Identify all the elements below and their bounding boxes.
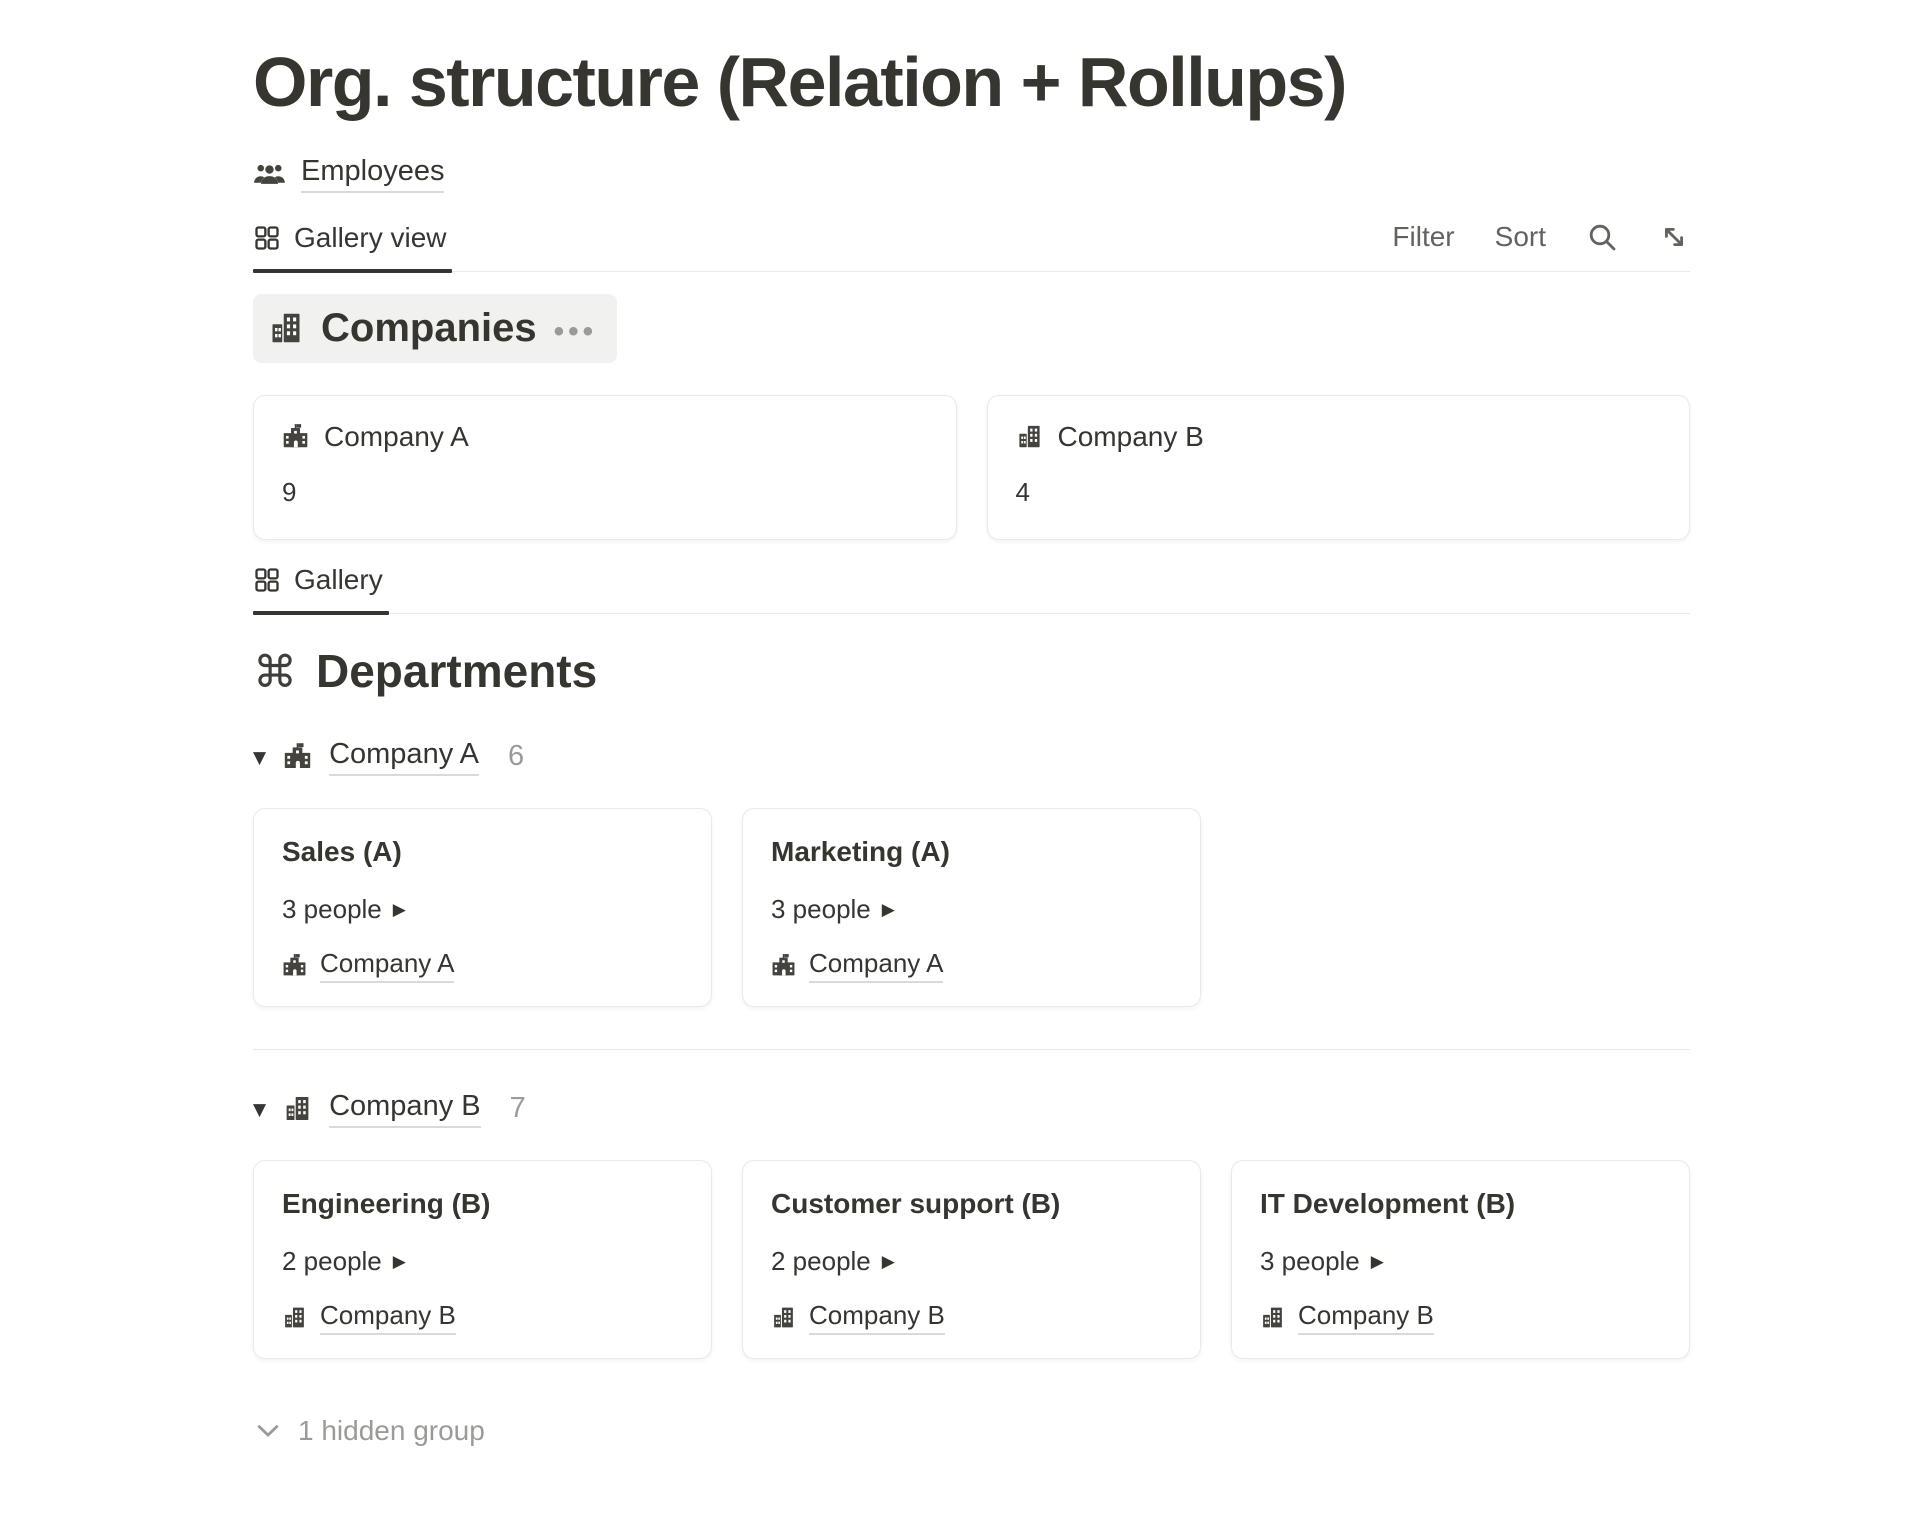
people-rollup[interactable]: 3 people ▶ [282, 894, 683, 925]
school-building-icon [282, 423, 309, 450]
company-rollup-count: 4 [1015, 476, 1030, 507]
expand-arrow-icon: ▶ [881, 899, 895, 920]
people-count: 2 people [771, 1245, 871, 1276]
expand-icon[interactable] [1658, 221, 1690, 253]
dept-card-customer-support-b[interactable]: Customer support (B) 2 people ▶ Company … [742, 1159, 1201, 1359]
departments-section-header: ⌘ Departments [253, 644, 1690, 698]
group-name-link[interactable]: Company B [329, 1090, 481, 1128]
command-icon: ⌘ [253, 646, 297, 698]
company-card-title: Company A [324, 420, 469, 452]
dept-card-title: Engineering (B) [282, 1187, 491, 1219]
sort-button[interactable]: Sort [1494, 220, 1546, 252]
database-source-link[interactable]: Employees [301, 155, 445, 193]
view-toolbar: Gallery view Filter Sort [253, 221, 1690, 273]
people-rollup[interactable]: 3 people ▶ [771, 894, 1172, 925]
expand-arrow-icon: ▶ [1370, 1251, 1384, 1272]
school-building-icon [283, 742, 312, 771]
company-relation-link[interactable]: Company B [320, 1300, 456, 1335]
people-rollup[interactable]: 2 people ▶ [771, 1246, 1172, 1277]
ellipsis-menu-button[interactable]: ••• [553, 315, 598, 348]
companies-cards-row: Company A 9 Company B 4 [253, 394, 1690, 540]
dept-card-engineering-b[interactable]: Engineering (B) 2 people ▶ Company B [253, 1159, 712, 1359]
dept-card-title: Sales (A) [282, 835, 402, 867]
expand-arrow-icon: ▶ [881, 1251, 895, 1272]
office-building-icon [283, 1094, 312, 1123]
collapse-triangle-icon[interactable]: ▼ [253, 747, 267, 768]
school-building-icon [771, 953, 796, 978]
group-count: 7 [509, 1092, 526, 1124]
people-rollup[interactable]: 3 people ▶ [1260, 1246, 1661, 1277]
company-relation-link[interactable]: Company A [320, 948, 455, 983]
gallery-toolbar: Gallery [253, 563, 1690, 615]
tab-gallery-view[interactable]: Gallery view [253, 221, 453, 273]
group-name-link[interactable]: Company A [329, 738, 479, 776]
page: Org. structure (Relation + Rollups) Empl… [253, 42, 1690, 1447]
companies-section-header: Companies ••• [253, 293, 618, 363]
dept-card-title: Marketing (A) [771, 835, 950, 867]
company-rollup-count: 9 [282, 476, 297, 507]
toolbar-actions: Filter Sort [1392, 221, 1690, 271]
group-header-company-b: ▼ Company B 7 [253, 1090, 1690, 1128]
office-building-icon [771, 1305, 796, 1330]
tab-label: Gallery [294, 563, 383, 595]
expand-arrow-icon: ▶ [392, 1251, 406, 1272]
dept-card-sales-a[interactable]: Sales (A) 3 people ▶ Company A [253, 807, 712, 1007]
group-divider [253, 1048, 1690, 1050]
company-relation-link[interactable]: Company B [809, 1300, 945, 1335]
dept-card-title: Customer support (B) [771, 1187, 1061, 1219]
city-buildings-icon [268, 310, 304, 346]
dept-card-title: IT Development (B) [1260, 1187, 1516, 1219]
companies-section-title[interactable]: Companies [321, 305, 537, 350]
school-building-icon [282, 953, 307, 978]
hidden-group-label: 1 hidden group [298, 1414, 485, 1446]
tab-gallery[interactable]: Gallery [253, 563, 389, 615]
people-icon [253, 160, 286, 188]
tab-label: Gallery view [294, 221, 447, 253]
search-icon[interactable] [1586, 221, 1618, 253]
company-relation-link[interactable]: Company B [1298, 1300, 1434, 1335]
group-b-cards-row: Engineering (B) 2 people ▶ Company B Cus… [253, 1159, 1690, 1359]
grid-icon [253, 566, 281, 594]
company-card-a[interactable]: Company A 9 [253, 394, 957, 540]
office-building-icon [1260, 1305, 1285, 1330]
people-count: 3 people [771, 893, 871, 924]
hidden-group-toggle[interactable]: 1 hidden group [253, 1415, 1690, 1447]
company-card-title: Company B [1057, 420, 1204, 452]
collapse-triangle-icon[interactable]: ▼ [253, 1099, 267, 1120]
page-title: Org. structure (Relation + Rollups) [253, 43, 1347, 121]
group-a-cards-row: Sales (A) 3 people ▶ Company A Marketing… [253, 807, 1690, 1007]
dept-card-marketing-a[interactable]: Marketing (A) 3 people ▶ Company A [742, 807, 1201, 1007]
grid-icon [253, 224, 281, 252]
chevron-down-icon [253, 1416, 283, 1446]
database-source: Employees [253, 155, 1690, 193]
company-card-b[interactable]: Company B 4 [986, 394, 1690, 540]
group-header-company-a: ▼ Company A 6 [253, 738, 1690, 776]
people-count: 3 people [1260, 1245, 1360, 1276]
expand-arrow-icon: ▶ [392, 899, 406, 920]
filter-button[interactable]: Filter [1392, 220, 1455, 252]
office-building-icon [1016, 423, 1043, 450]
people-count: 3 people [282, 893, 382, 924]
departments-section-title[interactable]: Departments [316, 644, 598, 697]
group-count: 6 [508, 740, 525, 772]
dept-card-it-development-b[interactable]: IT Development (B) 3 people ▶ Company B [1231, 1159, 1690, 1359]
people-rollup[interactable]: 2 people ▶ [282, 1246, 683, 1277]
office-building-icon [282, 1305, 307, 1330]
people-count: 2 people [282, 1245, 382, 1276]
company-relation-link[interactable]: Company A [809, 948, 944, 983]
